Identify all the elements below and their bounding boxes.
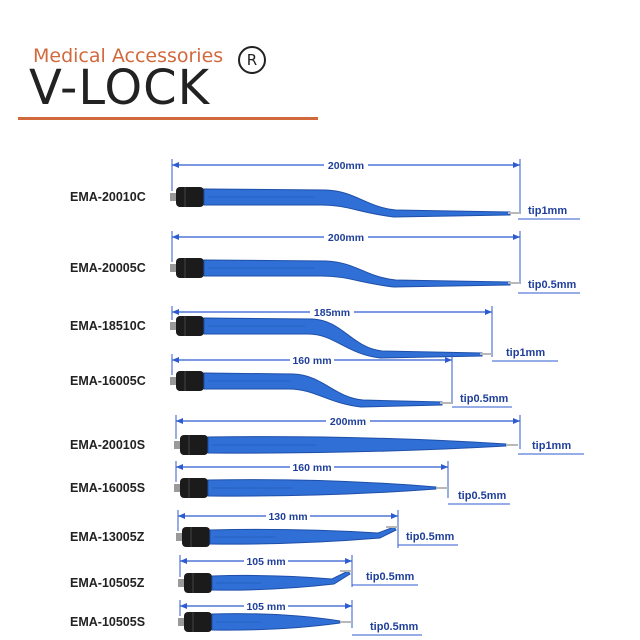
connector-plug	[180, 478, 208, 498]
connector-plug	[176, 258, 204, 278]
length-label: 160 mm	[292, 462, 331, 474]
tip-label: tip1mm	[532, 440, 571, 452]
connector-plug	[184, 573, 212, 593]
tip-label: tip1mm	[528, 205, 567, 217]
connector-pin	[174, 441, 182, 449]
dimension-label-bg	[266, 509, 310, 522]
dimension-label-bg	[310, 305, 354, 318]
brand-underline	[18, 117, 318, 120]
forceps-body	[209, 526, 397, 545]
tip-label: tip0.5mm	[460, 393, 509, 405]
instrument-row: EMA-18510C 185mm tip1mm	[70, 305, 558, 362]
model-label: EMA-20005C	[70, 261, 146, 275]
length-label: 105 mm	[246, 601, 285, 613]
connector-plug	[182, 527, 210, 547]
connector-pin	[170, 264, 178, 272]
connector-pin	[174, 484, 182, 492]
connector-plug	[176, 316, 204, 336]
connector-pin	[178, 618, 186, 626]
model-label: EMA-10505Z	[70, 576, 145, 590]
tip-label: tip0.5mm	[406, 531, 455, 543]
length-label: 185mm	[314, 307, 350, 319]
length-label: 160 mm	[292, 355, 331, 367]
length-label: 105 mm	[246, 556, 285, 568]
instrument-row: EMA-20010S 200mm tip1mm	[70, 414, 584, 455]
forceps-body	[211, 570, 351, 591]
model-label: EMA-16005S	[70, 481, 145, 495]
connector-pin	[170, 377, 178, 385]
instrument-row: EMA-10505Z 105 mm tip0.5mm	[70, 554, 418, 593]
brand-tagline: Medical Accessories	[33, 45, 224, 67]
length-label: 200mm	[328, 232, 364, 244]
dimension-label-bg	[326, 414, 370, 427]
tip-label: tip0.5mm	[528, 279, 577, 291]
connector-plug	[176, 371, 204, 391]
model-label: EMA-20010C	[70, 190, 146, 204]
model-label: EMA-13005Z	[70, 530, 145, 544]
model-label: EMA-16005C	[70, 374, 146, 388]
dimension-label-bg	[290, 353, 334, 366]
tip-label: tip0.5mm	[458, 490, 507, 502]
model-label: EMA-20010S	[70, 438, 145, 452]
connector-pin	[178, 579, 186, 587]
connector-plug	[176, 187, 204, 207]
length-label: 130 mm	[268, 511, 307, 523]
instrument-row: EMA-20005C 200mm tip0.5mm	[70, 230, 580, 294]
dimension-label-bg	[290, 460, 334, 473]
dimension-label-bg	[324, 158, 368, 171]
forceps-body	[203, 372, 443, 408]
instrument-row: EMA-10505S 105 mm tip0.5mm	[70, 599, 422, 636]
tip-label: tip0.5mm	[370, 621, 419, 633]
forceps-body	[203, 317, 483, 359]
instrument-row: EMA-16005S 160 mm tip0.5mm	[70, 460, 510, 505]
dimension-label-bg	[324, 230, 368, 243]
tip-label: tip1mm	[506, 347, 545, 359]
model-label: EMA-18510C	[70, 319, 146, 333]
length-label: 200mm	[330, 416, 366, 428]
tip-label: tip0.5mm	[366, 571, 415, 583]
length-label: 200mm	[328, 160, 364, 172]
instrument-row: EMA-20010C 200mm tip1mm	[70, 158, 580, 220]
dimension-label-bg	[244, 554, 288, 567]
connector-pin	[170, 193, 178, 201]
forceps-body	[203, 188, 511, 218]
instrument-row: EMA-13005Z 130 mm tip0.5mm	[70, 509, 458, 548]
connector-plug	[180, 435, 208, 455]
dimension-label-bg	[244, 599, 288, 612]
model-label: EMA-10505S	[70, 615, 145, 629]
brand-name: V-LOCK	[29, 60, 211, 116]
connector-plug	[184, 612, 212, 632]
connector-pin	[170, 322, 178, 330]
instrument-row: EMA-16005C 160 mm tip0.5mm	[70, 353, 512, 408]
connector-pin	[176, 533, 184, 541]
forceps-body	[203, 259, 511, 288]
registered-mark: R	[238, 46, 266, 74]
brand-logo: Medical Accessories V-LOCK R	[0, 0, 640, 130]
